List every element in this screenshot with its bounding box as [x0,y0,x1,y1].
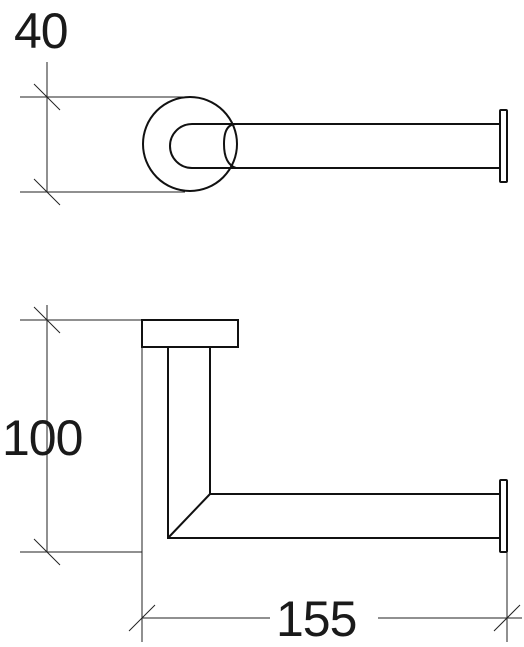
dim-40-tick-top [33,83,61,111]
rosette-outer-circle [142,96,238,192]
dim-100-label: 100 [2,410,82,466]
end-cap [499,109,508,183]
dim-155-tick-left [128,604,156,632]
wall-plate [141,319,239,348]
arm-outline [169,123,500,169]
dim-100-tick-top [33,306,61,334]
holder-arm [167,347,500,539]
dim-100-tick-bottom [33,538,61,566]
dim-40-tick-bottom [33,178,61,206]
top-view [20,62,508,206]
arm-inner-curve [222,123,237,169]
dim-155-label: 155 [276,591,356,647]
front-view [20,305,522,642]
front-end-cap [499,479,508,553]
dim-40-label: 40 [14,3,68,59]
dim-155-tick-right [493,604,521,632]
